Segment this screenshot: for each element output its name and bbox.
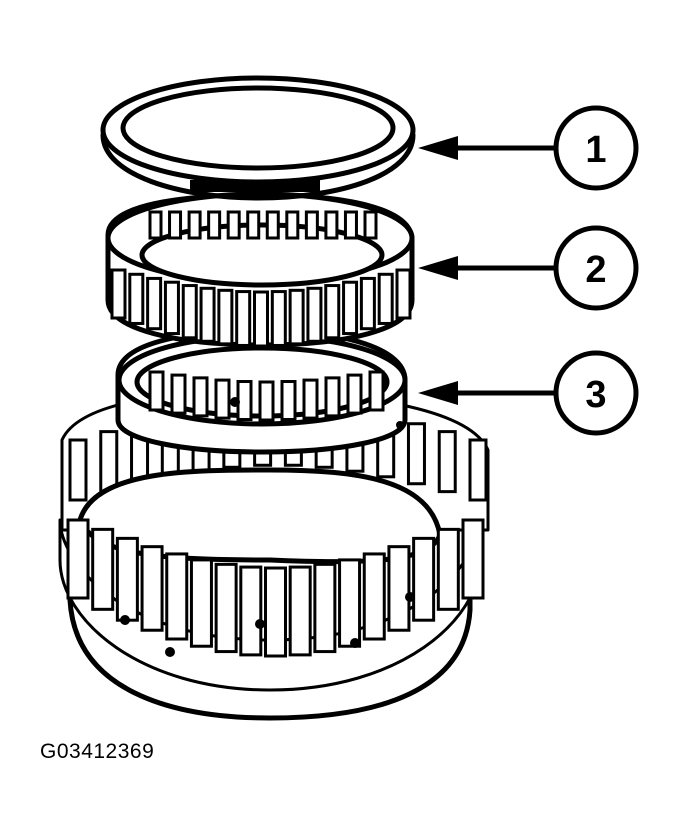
- washer-shade: [190, 180, 320, 192]
- bearing-roller: [363, 210, 378, 240]
- bearing-roller: [285, 210, 300, 240]
- drum-tooth: [189, 558, 213, 648]
- bearing-roller: [395, 268, 412, 320]
- race-slot: [368, 370, 385, 412]
- race-slot: [324, 376, 341, 418]
- drum-rivet: [350, 638, 360, 648]
- bearing-roller: [181, 284, 198, 340]
- washer-thickness: [100, 132, 416, 201]
- bearing-roller: [246, 210, 261, 240]
- callout-1: 1: [418, 105, 639, 191]
- race-hole: [396, 421, 404, 429]
- bearing-roller: [288, 288, 305, 346]
- bearing-roller: [342, 280, 359, 336]
- drum-front-teeth: [66, 518, 485, 658]
- drum-tooth: [468, 438, 488, 502]
- washer-inner: [120, 85, 396, 171]
- bearing-roller: [253, 290, 269, 348]
- drum-rivet: [405, 592, 415, 602]
- bearing-roller: [270, 290, 287, 347]
- bearing-roller: [128, 272, 145, 325]
- bearing-roller: [377, 272, 394, 325]
- drum-tooth: [115, 536, 139, 622]
- callout-label: 1: [585, 129, 606, 171]
- race-slot: [280, 380, 297, 422]
- bearing-roller: [304, 210, 319, 240]
- race-slot: [148, 370, 165, 412]
- bearing-roller: [163, 280, 180, 336]
- thrust-washer: [100, 75, 416, 201]
- drum-tooth: [461, 518, 485, 600]
- race-slot: [302, 378, 319, 420]
- drum-tooth: [288, 565, 312, 657]
- bearing-roller: [324, 284, 341, 340]
- bearing-roller: [324, 210, 339, 240]
- race-slot: [258, 380, 275, 422]
- drum-tooth: [239, 565, 263, 657]
- race-slot: [214, 378, 231, 420]
- drum-tooth: [91, 527, 115, 611]
- drum-tooth: [437, 430, 457, 494]
- drum-tooth: [436, 527, 460, 611]
- bearing-roller: [235, 290, 252, 347]
- bearing-roller: [207, 210, 222, 240]
- drum-rivet: [165, 647, 175, 657]
- arrow-head-icon: [418, 136, 458, 160]
- callout-2: 2: [418, 225, 639, 311]
- race-slot: [236, 380, 253, 422]
- callout-circle: [553, 350, 639, 436]
- drum-tooth: [338, 558, 362, 648]
- race-hole: [230, 397, 240, 407]
- drum-tooth: [214, 562, 238, 654]
- drum-tooth: [313, 562, 337, 654]
- race-slot: [192, 376, 209, 418]
- figure-code: G03412369: [40, 740, 155, 763]
- drum-tooth: [99, 430, 119, 494]
- drum-tooth: [165, 552, 189, 641]
- bearing-roller: [265, 210, 280, 240]
- bearing-roller: [217, 288, 234, 346]
- drum-tooth: [68, 438, 88, 502]
- drum-rivet: [120, 615, 130, 625]
- bearing-top-inner: [139, 222, 385, 288]
- arrow-head-icon: [418, 381, 458, 405]
- callout-3: 3: [418, 350, 639, 436]
- callout-label: 3: [585, 374, 606, 416]
- drum-tooth: [387, 545, 411, 632]
- bearing-roller: [343, 210, 358, 240]
- callout-label: 2: [585, 249, 606, 291]
- drum-tooth: [264, 566, 287, 658]
- arrow-head-icon: [418, 256, 458, 280]
- bearing-roller: [110, 268, 127, 320]
- drum-tooth: [412, 536, 436, 622]
- bearing-roller: [359, 276, 376, 331]
- bearing-roller: [146, 276, 163, 331]
- drum-tooth: [406, 422, 426, 486]
- bearing-roller: [148, 210, 163, 240]
- callout-circle: [553, 105, 639, 191]
- bearing-rollers: [110, 210, 412, 348]
- race-slot: [170, 373, 187, 415]
- roller-bearing: [105, 191, 415, 348]
- drum-rivet: [255, 619, 265, 629]
- drum-tooth: [362, 552, 386, 641]
- inner-race: [115, 327, 408, 455]
- drum-tooth: [66, 518, 90, 600]
- drum-tooth: [140, 545, 164, 632]
- bearing-roller: [187, 210, 202, 240]
- bearing-roller: [199, 286, 216, 343]
- inner-race-slots: [148, 370, 385, 422]
- bearing-roller: [306, 286, 323, 343]
- callout-circle: [553, 225, 639, 311]
- bearing-roller: [226, 210, 241, 240]
- bearing-roller: [168, 210, 183, 240]
- race-slot: [346, 373, 363, 415]
